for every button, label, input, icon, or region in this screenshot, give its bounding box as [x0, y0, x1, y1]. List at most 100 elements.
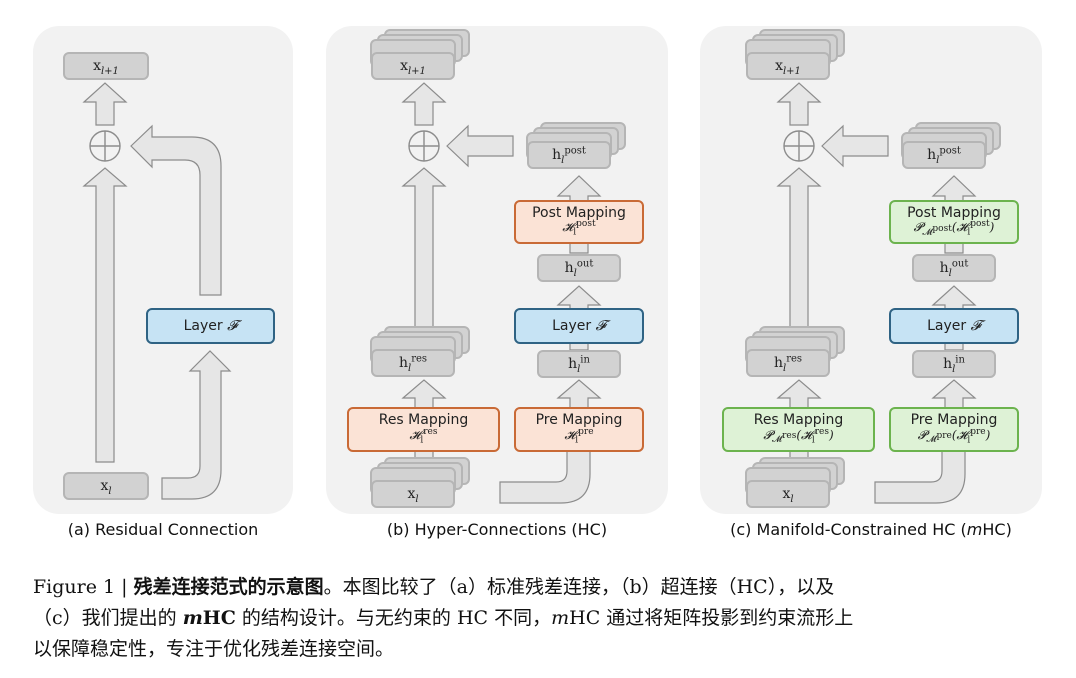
caption-text: HC 通过将矩阵投影到约束流形上	[569, 607, 854, 629]
var-sup: post	[564, 145, 586, 156]
node-h-out: hlout	[537, 254, 621, 282]
mapping-label: Pre Mapping	[535, 412, 623, 429]
var-sub: l	[967, 227, 971, 238]
var-sup: res	[423, 426, 438, 437]
var-base: h	[927, 146, 937, 163]
var-sub: l	[573, 267, 577, 279]
caption-text: 。本图比较了（a）标准残差连接，（b）超连接（HC），以及	[323, 576, 835, 598]
panel-b-arrows	[370, 29, 626, 504]
var-sub: l	[420, 435, 424, 446]
var-sup: res	[814, 426, 829, 437]
panel-c-caption: (c) Manifold-Constrained HC (mHC)	[700, 520, 1042, 539]
diagram-arrows	[82, 29, 1001, 504]
var-sub: l	[811, 435, 815, 446]
var-sub: l	[575, 435, 579, 446]
var-sub: l	[936, 154, 940, 166]
mapping-symbol: 𝓗	[562, 220, 574, 235]
node-h-out: hlout	[912, 254, 996, 282]
manifold-symbol: 𝓜	[771, 435, 783, 446]
var-base: h	[568, 355, 578, 372]
node-res-mapping: Res Mapping 𝓟𝓜res(𝓗lres)	[722, 407, 875, 452]
node-h-post: hlpost	[527, 141, 611, 169]
var-sub: l	[967, 435, 971, 446]
caption-italic: m	[966, 520, 983, 539]
node-h-res: hlres	[746, 349, 830, 377]
manifold-sup: pre	[936, 431, 952, 442]
node-h-in: hlin	[537, 350, 621, 378]
caption-math-m: m	[551, 607, 570, 629]
mapping-symbol: 𝓗	[956, 427, 968, 442]
arrow-up-premap-to-hin	[556, 379, 602, 409]
arrow-up-postmap-to-hpost	[556, 175, 602, 203]
var-base: h	[552, 146, 562, 163]
var-base: x	[93, 57, 101, 74]
arrow-up-layer-to-hout	[556, 285, 602, 311]
mapping-symbol: 𝓗	[564, 427, 576, 442]
arrow-curved-input-to-layer	[161, 350, 232, 500]
caption-line-3: 以保障稳定性，专注于优化残差连接空间。	[33, 638, 395, 660]
node-input-x-l: xl	[63, 472, 149, 500]
var-sup: post	[970, 219, 990, 230]
caption-text: （c）我们提出的	[33, 607, 183, 629]
caption-suffix: HC)	[982, 520, 1012, 539]
var-sub: l	[790, 493, 794, 505]
var-sub: l	[948, 267, 952, 279]
node-layer-f: Layer 𝓕	[514, 308, 644, 344]
var-sub: l	[407, 362, 412, 374]
mapping-label: Res Mapping	[753, 412, 844, 429]
manifold-sup: post	[932, 223, 952, 234]
node-h-in: hlin	[912, 350, 996, 378]
arrow-up-res-to-sum	[776, 167, 822, 328]
var-sup: pre	[970, 426, 986, 437]
var-sup: out	[951, 258, 969, 269]
var-base: h	[939, 259, 949, 276]
var-sup: post	[939, 145, 961, 156]
node-post-mapping: Post Mapping 𝓟𝓜post(𝓗lpost)	[889, 200, 1019, 244]
var-sub: l	[573, 227, 577, 238]
var-sub: l	[108, 485, 112, 497]
var-sub: l	[415, 493, 419, 505]
node-h-res: hlres	[371, 349, 455, 377]
caption-text: 的结构设计。与无约束的 HC 不同，	[235, 607, 552, 629]
var-base: h	[398, 354, 408, 371]
arrow-left-post-to-sum	[821, 124, 889, 168]
node-pre-mapping: Pre Mapping 𝓗lpre	[514, 407, 644, 452]
arrow-up-resmap-to-hres	[401, 379, 447, 409]
manifold-symbol: 𝓜	[926, 435, 937, 446]
panel-a-arrows	[82, 82, 232, 500]
caption-line-2: （c）我们提出的 mHC 的结构设计。与无约束的 HC 不同，mHC 通过将矩阵…	[33, 603, 1053, 634]
var-sup: res	[786, 353, 803, 364]
caption-prefix: (c) Manifold-Constrained HC (	[730, 520, 967, 539]
projection-symbol: 𝓟	[763, 427, 772, 442]
layer-symbol: 𝓕	[595, 317, 606, 334]
arrow-up-sum-to-output	[82, 82, 128, 126]
panel-a-caption: (a) Residual Connection	[67, 520, 259, 539]
arrow-up-premap-to-hin	[931, 379, 977, 409]
arrow-up-sum-to-output	[776, 82, 822, 126]
caption-title: 残差连接范式的示意图	[133, 576, 324, 598]
mapping-label: Post Mapping	[907, 204, 1001, 221]
manifold-symbol: 𝓜	[922, 227, 933, 238]
var-sup: in	[955, 354, 965, 365]
var-sup: post	[576, 219, 596, 230]
caption-line-1: Figure 1 | 残差连接范式的示意图。本图比较了（a）标准残差连接，（b）…	[33, 572, 1053, 603]
var-sub: l+1	[782, 65, 801, 77]
var-base: h	[564, 259, 574, 276]
panel-a-background	[33, 26, 293, 514]
node-output-x-l-plus-1: xl+1	[63, 52, 149, 80]
layer-label: Layer	[183, 317, 223, 334]
caption-math-m: m	[182, 607, 203, 629]
var-sub: l+1	[100, 65, 119, 77]
var-sup: res	[411, 353, 428, 364]
manifold-sup: res	[782, 431, 797, 442]
node-layer-f: Layer 𝓕	[889, 308, 1019, 344]
node-post-mapping: Post Mapping 𝓗lpost	[514, 200, 644, 244]
var-base: x	[100, 477, 109, 494]
var-sup: out	[576, 258, 594, 269]
node-output-x-l-plus-1: xl+1	[371, 52, 455, 80]
arrow-curved-layer-to-sum	[130, 124, 222, 296]
var-sub: l	[577, 363, 581, 375]
node-pre-mapping: Pre Mapping 𝓟𝓜pre(𝓗lpre)	[889, 407, 1019, 452]
sum-icon	[89, 130, 121, 162]
panel-c-arrows	[745, 29, 1001, 504]
